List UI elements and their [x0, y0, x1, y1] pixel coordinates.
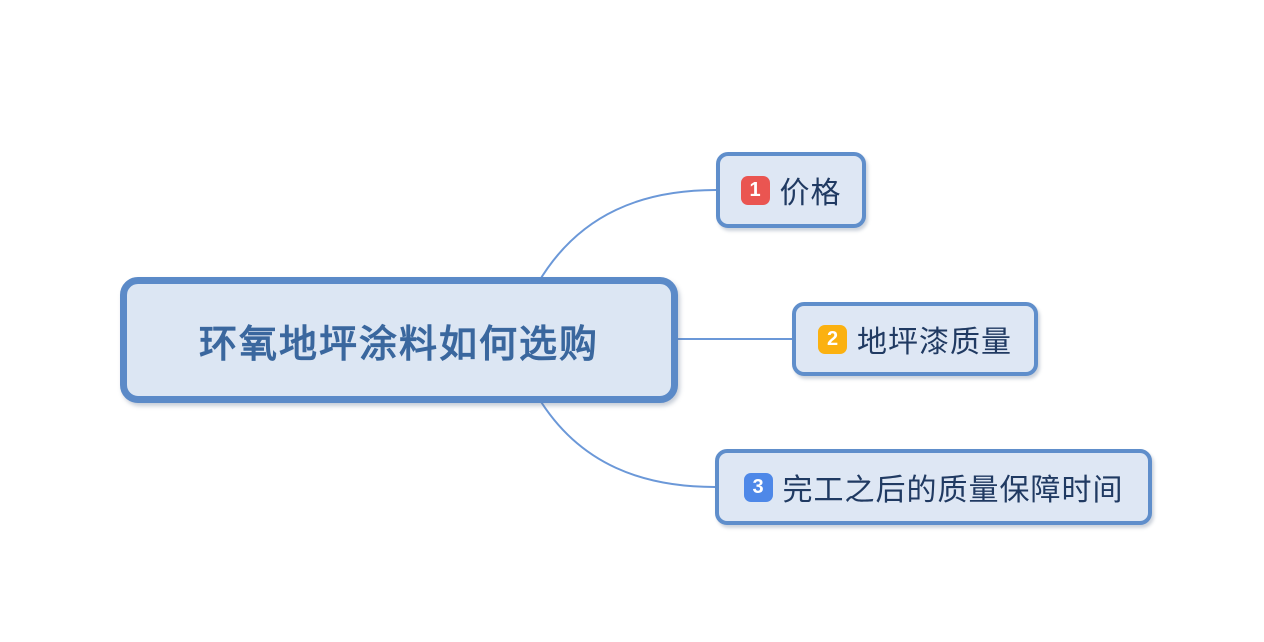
- branch-number-badge: 1: [740, 175, 770, 205]
- branch-node-warranty-time[interactable]: 3 完工之后的质量保障时间: [715, 449, 1152, 525]
- branch-number-badge: 3: [743, 472, 773, 502]
- root-node-label: 环氧地坪涂料如何选购: [198, 323, 599, 366]
- branch-label: 价格: [779, 177, 842, 210]
- connector-line-branch-1: [537, 189, 717, 284]
- branch-label: 地坪漆质量: [857, 326, 1012, 359]
- branch-label: 完工之后的质量保障时间: [782, 474, 1124, 507]
- branch-node-price[interactable]: 1 价格: [716, 152, 866, 228]
- branch-number-badge: 2: [818, 324, 847, 354]
- branch-node-paint-quality[interactable]: 2 地坪漆质量: [792, 302, 1038, 376]
- root-node[interactable]: 环氧地坪涂料如何选购: [120, 277, 678, 403]
- connector-line-branch-3: [537, 396, 716, 488]
